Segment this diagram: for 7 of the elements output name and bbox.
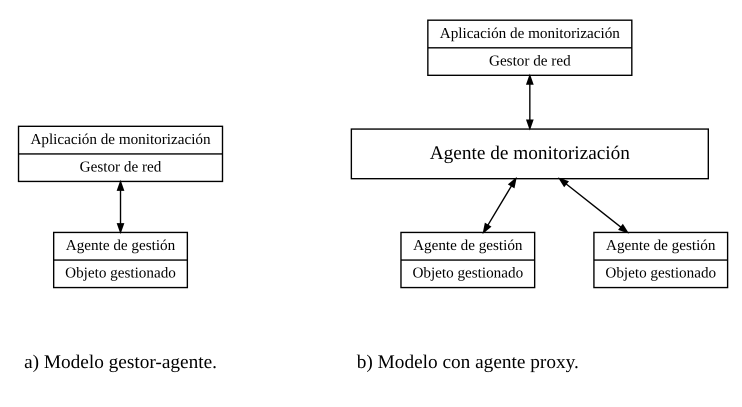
- arrow: [482, 176, 517, 234]
- label: a) Modelo gestor-agente.: [24, 352, 217, 373]
- arrow: [558, 177, 630, 234]
- node-box: Agente de monitorización: [350, 128, 709, 180]
- label: b) Modelo con agente proxy.: [356, 352, 579, 373]
- arrow: [526, 74, 534, 131]
- arrow: [116, 180, 124, 234]
